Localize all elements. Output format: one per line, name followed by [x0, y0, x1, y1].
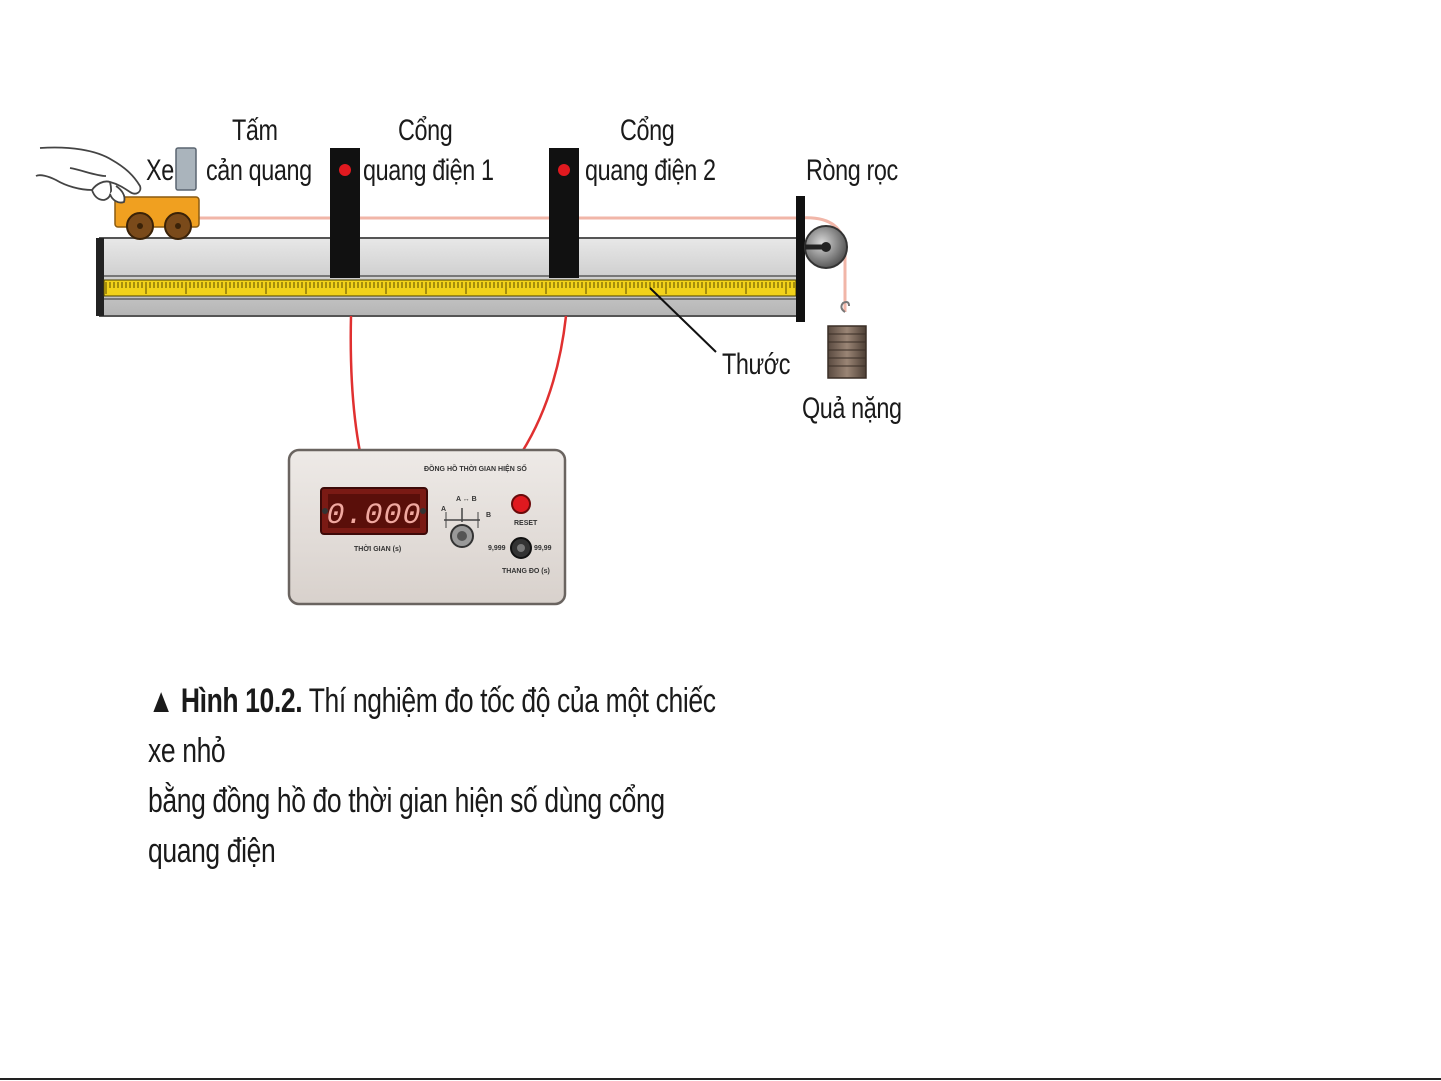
label-qua-nang: Quả nặng [802, 392, 902, 426]
timer-display: 0.000 [326, 499, 421, 533]
caption-figure-number: Hình 10.2. [181, 682, 302, 720]
scale-knob[interactable] [511, 538, 531, 558]
wire-2 [522, 316, 566, 452]
photogate-1 [330, 148, 360, 278]
figure-caption: ▲ Hình 10.2. Thí nghiệm đo tốc độ của mộ… [148, 676, 741, 876]
gate-1-led [339, 164, 351, 176]
mode-a-b-label: A ↔ B [456, 496, 477, 503]
digital-timer: 0.000 [289, 450, 565, 604]
scale-right-label: 99,99 [534, 545, 552, 552]
label-cong1-line1: Cổng [398, 114, 452, 148]
hanging-weight [828, 302, 866, 378]
label-thuoc: Thước [722, 348, 790, 382]
wire-1 [351, 316, 360, 452]
label-cong2-line2: quang điện 2 [585, 154, 716, 188]
mode-a-label: A [441, 506, 446, 513]
scale-left-label: 9,999 [488, 545, 506, 552]
timer-display-label: THỜI GIAN (s) [354, 546, 401, 553]
mode-b-label: B [486, 512, 491, 519]
reset-button[interactable] [512, 495, 530, 513]
gate-2-led [558, 164, 570, 176]
caption-marker: ▲ [148, 682, 174, 720]
timer-title: ĐỒNG HỒ THỜI GIAN HIỆN SỐ [424, 466, 527, 473]
caption-text-2: bằng đồng hồ đo thời gian hiện số dùng c… [148, 776, 741, 876]
label-rong-roc: Ròng rọc [806, 154, 898, 188]
photogate-2 [549, 148, 579, 278]
end-plate [796, 196, 805, 322]
label-xe: Xe [146, 154, 174, 188]
pulley [805, 226, 847, 268]
label-tam-line1: Tấm [232, 114, 278, 148]
bottom-rule [0, 1078, 1441, 1080]
label-cong1-line2: quang điện 1 [363, 154, 494, 188]
scale-label: THANG ĐO (s) [502, 568, 550, 575]
air-track [96, 238, 800, 316]
label-cong2-line1: Cổng [620, 114, 674, 148]
hand-illustration [36, 148, 140, 203]
label-tam-line2: cản quang [206, 154, 312, 188]
caption-line-1: ▲ Hình 10.2. Thí nghiệm đo tốc độ của mộ… [148, 676, 741, 776]
reset-label: RESET [514, 520, 537, 527]
